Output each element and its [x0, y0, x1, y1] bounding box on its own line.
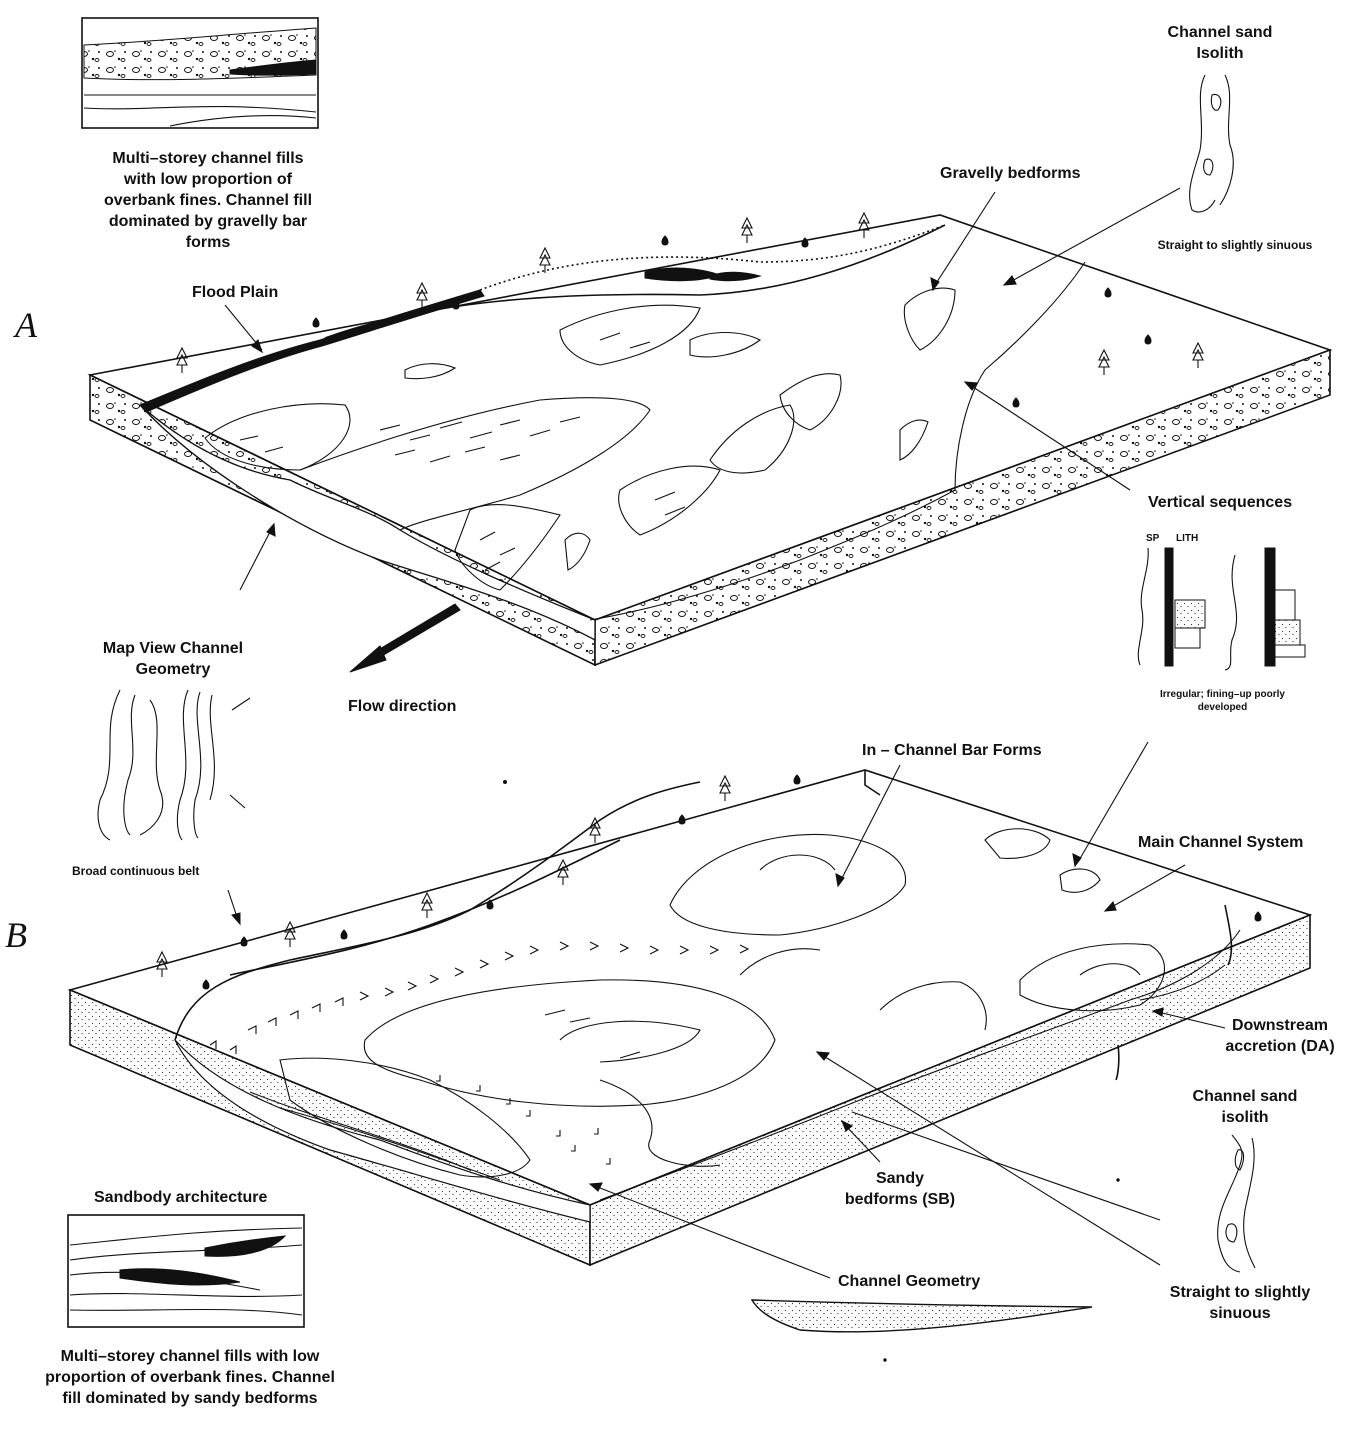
isolith-b-caption: Straight to slightly sinuous — [1155, 1282, 1325, 1324]
vertical-sequence-logs — [1138, 548, 1305, 670]
main-channel-label: Main Channel System — [1138, 832, 1303, 853]
sandbody-title: Sandbody architecture — [94, 1187, 267, 1208]
channel-geometry-section — [752, 1300, 1092, 1332]
gravelly-bedforms-label: Gravelly bedforms — [940, 163, 1081, 184]
log-sp-label: SP — [1146, 532, 1159, 545]
ripple-chevrons — [210, 942, 748, 1054]
inset-gravel-channel-fills — [82, 18, 318, 128]
map-view-label: Map View Channel Geometry — [88, 638, 258, 680]
block-b-top-surface — [70, 770, 1310, 1205]
dark-bar-lens — [645, 268, 720, 281]
bar-stratification-dashes — [240, 333, 685, 570]
inset-sandbody-architecture — [68, 1215, 304, 1327]
bar-forms-label: In – Channel Bar Forms — [862, 740, 1042, 761]
panel-a-letter: A — [15, 315, 37, 336]
flood-plain-band — [140, 290, 484, 412]
channel-geometry-label: Channel Geometry — [838, 1271, 980, 1292]
inset-a-caption: Multi–storey channel fills with low prop… — [98, 148, 318, 253]
sandy-bedforms-label: Sandy bedforms (SB) — [840, 1168, 960, 1210]
isolith-b-title: Channel sand isolith — [1170, 1086, 1320, 1128]
flood-plain-label: Flood Plain — [192, 282, 278, 303]
panel-b-letter: B — [5, 925, 27, 946]
isolith-sketch-a — [1190, 75, 1234, 212]
flow-direction-arrow — [350, 604, 460, 672]
vertical-sequences-label: Vertical sequences — [1148, 492, 1292, 513]
log-lith-label: LITH — [1176, 532, 1198, 545]
flow-direction-label: Flow direction — [348, 696, 456, 717]
broad-belt-label: Broad continuous belt — [72, 864, 199, 879]
isolith-a-title: Channel sand Isolith — [1150, 22, 1290, 64]
sandbody-caption: Multi–storey channel fills with low prop… — [40, 1346, 340, 1409]
isolith-a-caption: Straight to slightly sinuous — [1130, 238, 1340, 253]
isolith-sketch-b — [1218, 1135, 1255, 1272]
downstream-accretion-label: Downstream accretion (DA) — [1210, 1015, 1349, 1057]
map-view-channel-sketch — [98, 690, 250, 840]
log-caption: Irregular; fining–up poorly developed — [1140, 688, 1305, 714]
